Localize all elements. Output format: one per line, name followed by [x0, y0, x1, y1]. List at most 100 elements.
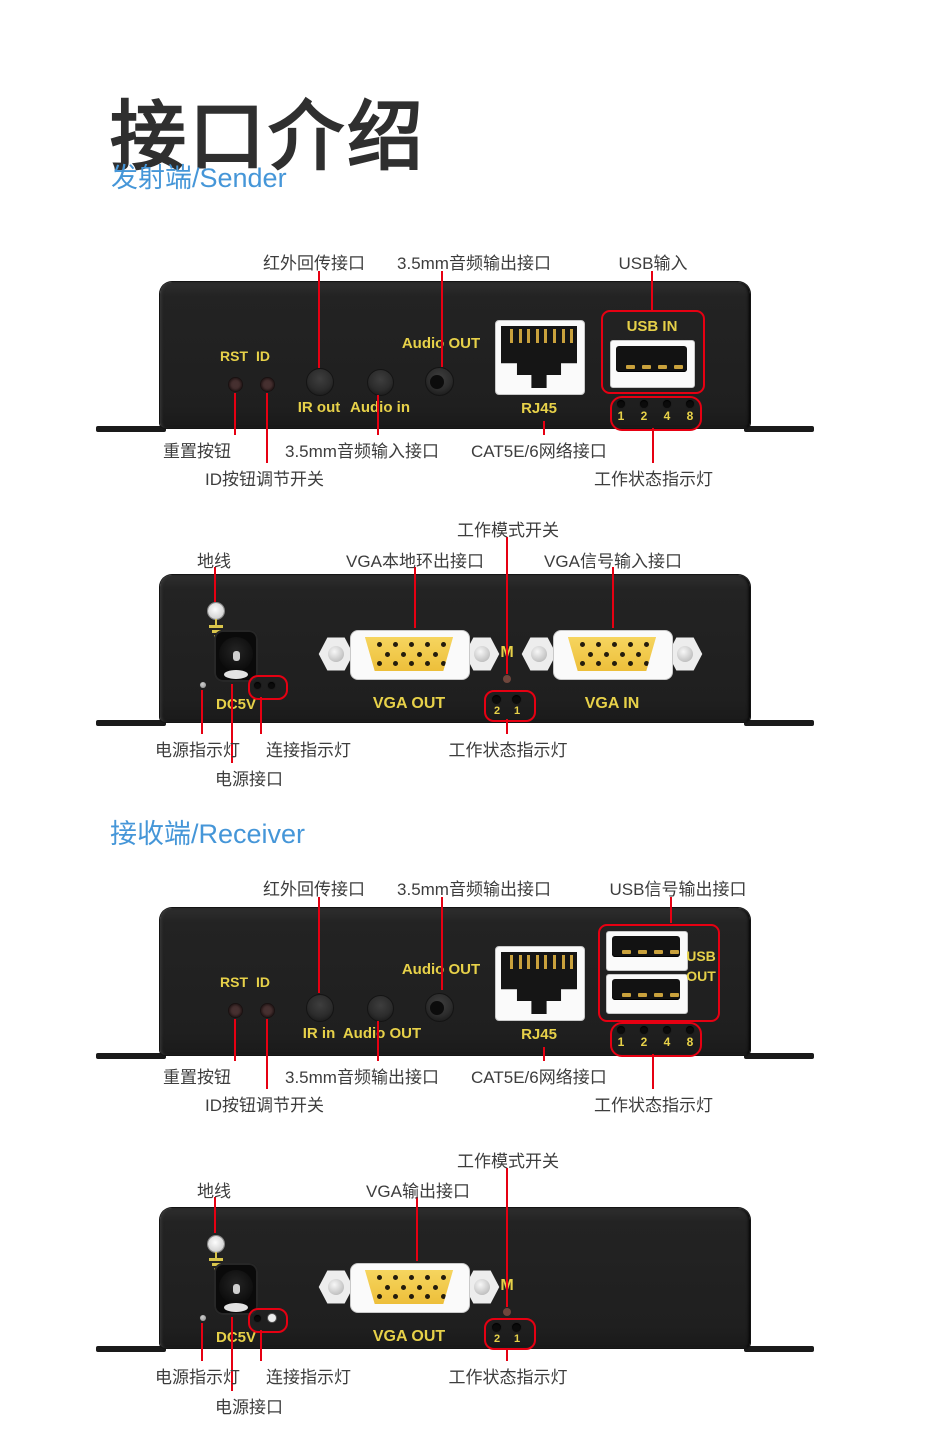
callout-link-led: 连接指示灯	[266, 1368, 351, 1387]
status-led	[663, 1026, 671, 1034]
dc-jack-pin	[233, 1284, 240, 1294]
ground-icon	[209, 625, 223, 628]
callout-audio-in: 3.5mm音频输入接口	[285, 442, 439, 461]
rj45-pin	[527, 955, 531, 969]
usb-contact	[642, 365, 651, 369]
status-number: 2	[493, 1333, 501, 1345]
ir-in-port	[306, 994, 334, 1022]
mounting-ear	[96, 1053, 166, 1059]
callout-line	[377, 1021, 379, 1061]
callout-line	[543, 421, 545, 435]
dsub-pin-hole	[596, 642, 601, 647]
rj45-pin	[553, 329, 556, 343]
usb-a-port	[606, 974, 688, 1014]
audio-out-jack	[367, 995, 394, 1022]
usb-contact	[658, 365, 667, 369]
callout-line	[670, 897, 672, 923]
rj45-pin	[561, 955, 565, 969]
dsub-pin-hole	[628, 642, 633, 647]
id-button	[261, 378, 274, 391]
dc-jack-pin	[233, 651, 240, 661]
dsub-pin-hole	[377, 661, 382, 666]
id-label: ID	[256, 348, 270, 364]
rst-label: RST	[220, 974, 248, 990]
callout-mode-switch: 工作模式开关	[457, 521, 559, 540]
dsub-pin-hole	[377, 1294, 382, 1299]
usb-contact	[674, 365, 683, 369]
callout-line	[506, 1168, 508, 1307]
vga-screw-post	[318, 637, 354, 671]
callout-audio-out-b: 3.5mm音频输出接口	[285, 1068, 439, 1087]
usb-tongue	[612, 979, 680, 1000]
ir-in-label: IR in	[302, 1025, 336, 1042]
usb-in-highlight-box	[601, 310, 705, 394]
usb-contact	[654, 950, 663, 954]
usb-contact	[622, 950, 631, 954]
receiver-vga-panel: DC5V VGA OUT M 2 1	[160, 1208, 750, 1350]
dsub-pin-hole	[401, 1284, 406, 1290]
rj45-socket	[501, 952, 577, 1014]
dsub-pin-hole	[612, 661, 617, 666]
dsub-pin-hole	[636, 651, 641, 657]
rj45-pin	[544, 329, 548, 343]
callout-ground: 地线	[197, 552, 231, 571]
callout-line	[414, 567, 416, 628]
dc-power-jack	[214, 630, 258, 682]
rj45-pin	[527, 329, 531, 343]
rj45-pin	[510, 955, 513, 969]
jack-hole	[430, 1001, 444, 1015]
mounting-ear	[744, 1053, 814, 1059]
callout-line	[612, 567, 614, 628]
id-label: ID	[256, 974, 270, 990]
rj45-pin	[535, 329, 539, 343]
vga-out-dsub	[364, 1270, 454, 1304]
vga-out-dsub	[364, 637, 454, 671]
rj45-label: RJ45	[521, 400, 557, 417]
dsub-pin-hole	[409, 661, 414, 666]
status-number: 1	[513, 705, 521, 717]
callout-line	[260, 697, 262, 734]
dsub-pin-hole	[433, 1284, 438, 1290]
status-led	[617, 400, 625, 408]
callout-ir-return: 红外回传接口	[263, 254, 365, 273]
vga-in-dsub	[567, 637, 657, 671]
usb-a-port	[610, 340, 695, 388]
led-number: 2	[640, 409, 648, 423]
status-led	[640, 1026, 648, 1034]
dsub-pin-hole	[409, 1294, 414, 1299]
mounting-ear	[96, 1346, 166, 1352]
mounting-ear	[744, 426, 814, 432]
dsub-pin-hole	[620, 651, 625, 657]
usb-contact	[626, 365, 635, 369]
sender-heading: 发射端/Sender	[111, 163, 287, 193]
reset-button	[229, 1004, 242, 1017]
dc5v-label: DC5V	[215, 1329, 257, 1346]
ground-icon	[215, 619, 217, 625]
callout-line	[441, 271, 443, 367]
status-led	[492, 1323, 501, 1332]
status-led-box	[610, 1022, 702, 1057]
callout-audio-out: 3.5mm音频输出接口	[397, 254, 551, 273]
rj45-pin	[518, 329, 522, 343]
ground-icon	[215, 1252, 217, 1258]
status-led	[663, 400, 671, 408]
led-number: 1	[617, 409, 625, 423]
rst-label: RST	[220, 348, 248, 364]
rj45-pin	[561, 329, 565, 343]
callout-usb-in: USB输入	[618, 254, 688, 273]
dsub-pin-hole	[393, 642, 398, 647]
callout-line	[506, 1349, 508, 1361]
callout-line	[543, 1047, 545, 1061]
callout-line	[201, 690, 203, 734]
usb-tongue	[616, 346, 687, 372]
link-led	[254, 682, 261, 689]
callout-mode-switch: 工作模式开关	[457, 1152, 559, 1171]
dsub-pin-hole	[377, 1275, 382, 1280]
mode-switch	[503, 1308, 511, 1316]
dsub-pin-hole	[385, 1284, 390, 1290]
led-number: 1	[617, 1035, 625, 1049]
dsub-pin-hole	[417, 1284, 422, 1290]
vga-screw-post	[318, 1270, 354, 1304]
usb-contact	[622, 993, 631, 997]
dsub-pin-hole	[441, 1275, 446, 1280]
